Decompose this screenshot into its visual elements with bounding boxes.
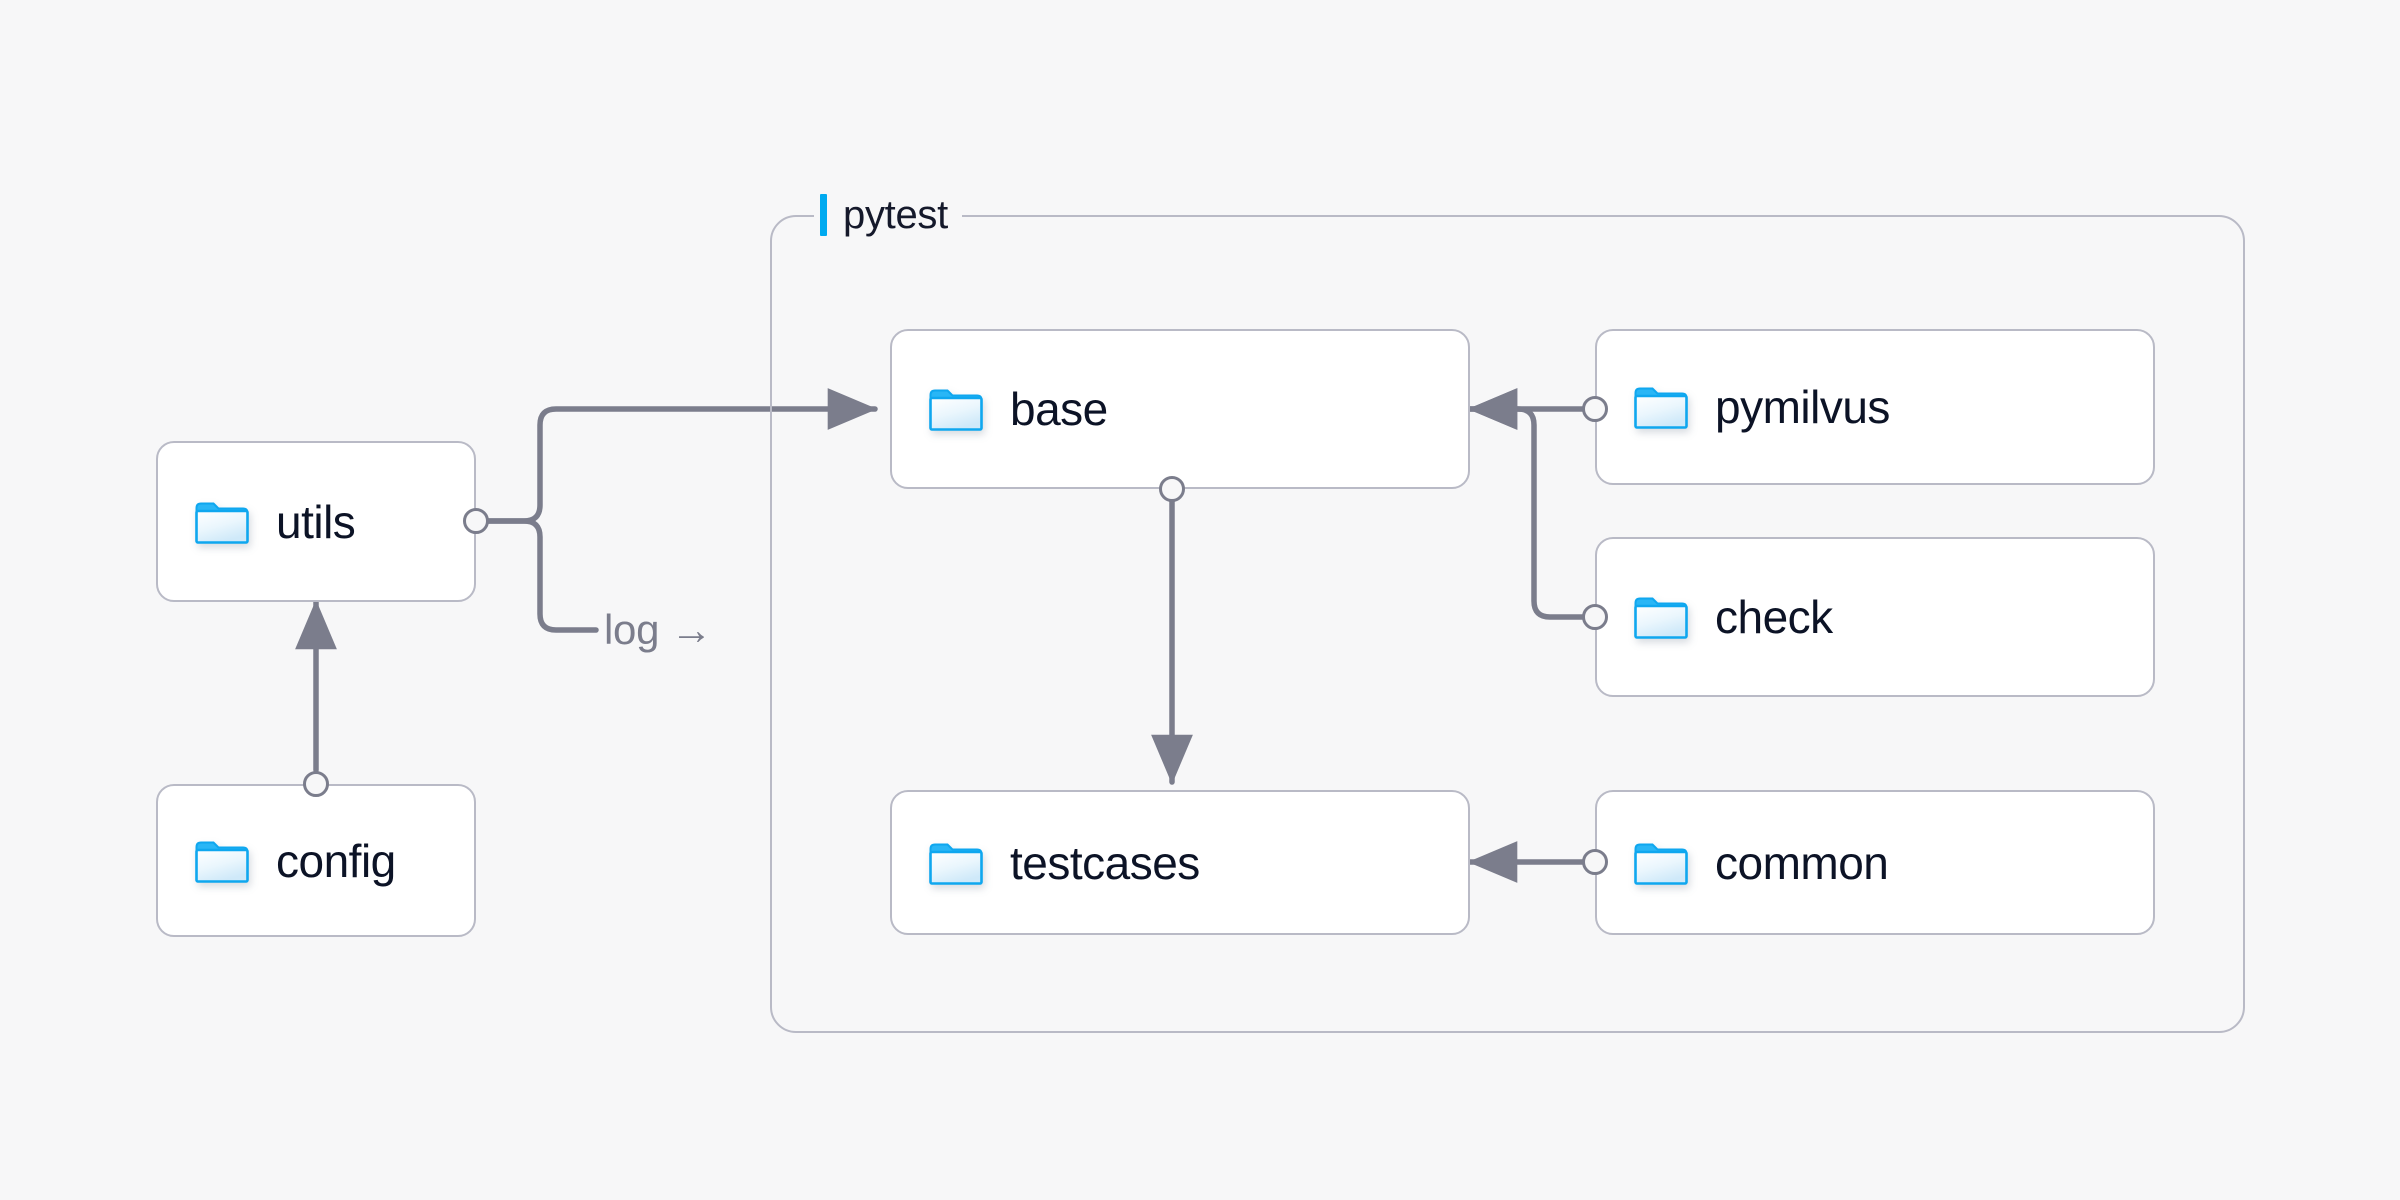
port-pymilvus-left[interactable] [1582,396,1608,422]
folder-icon [194,499,250,545]
arrow-right-icon: → [670,606,713,653]
folder-icon [928,386,984,432]
folder-icon [1633,384,1689,430]
folder-icon [1633,840,1689,886]
group-label-pytest: pytest [814,189,962,241]
node-utils[interactable]: utils [156,441,476,602]
port-common-left[interactable] [1582,849,1608,875]
edge-label-log-text: log [604,606,660,653]
port-utils-right[interactable] [463,508,489,534]
node-check[interactable]: check [1595,537,2155,697]
group-label-text: pytest [843,193,948,237]
folder-icon [928,840,984,886]
group-accent-bar [820,194,827,236]
edge-utils-log [483,518,599,633]
port-config-top[interactable] [303,771,329,797]
folder-icon [1633,594,1689,640]
port-check-left[interactable] [1582,604,1608,630]
node-pymilvus[interactable]: pymilvus [1595,329,2155,485]
node-testcases[interactable]: testcases [890,790,1470,935]
node-label-utils: utils [276,495,356,548]
node-common[interactable]: common [1595,790,2155,935]
node-label-testcases: testcases [1010,836,1200,889]
group-container-pytest[interactable] [770,215,2245,1033]
node-config[interactable]: config [156,784,476,937]
port-base-bottom[interactable] [1159,476,1185,502]
edge-label-log: log → [604,606,713,654]
folder-icon [194,838,250,884]
node-label-config: config [276,834,396,887]
node-label-pymilvus: pymilvus [1715,381,1890,433]
node-base[interactable]: base [890,329,1470,489]
node-label-check: check [1715,591,1833,643]
node-label-base: base [1010,383,1108,435]
node-label-common: common [1715,836,1889,889]
